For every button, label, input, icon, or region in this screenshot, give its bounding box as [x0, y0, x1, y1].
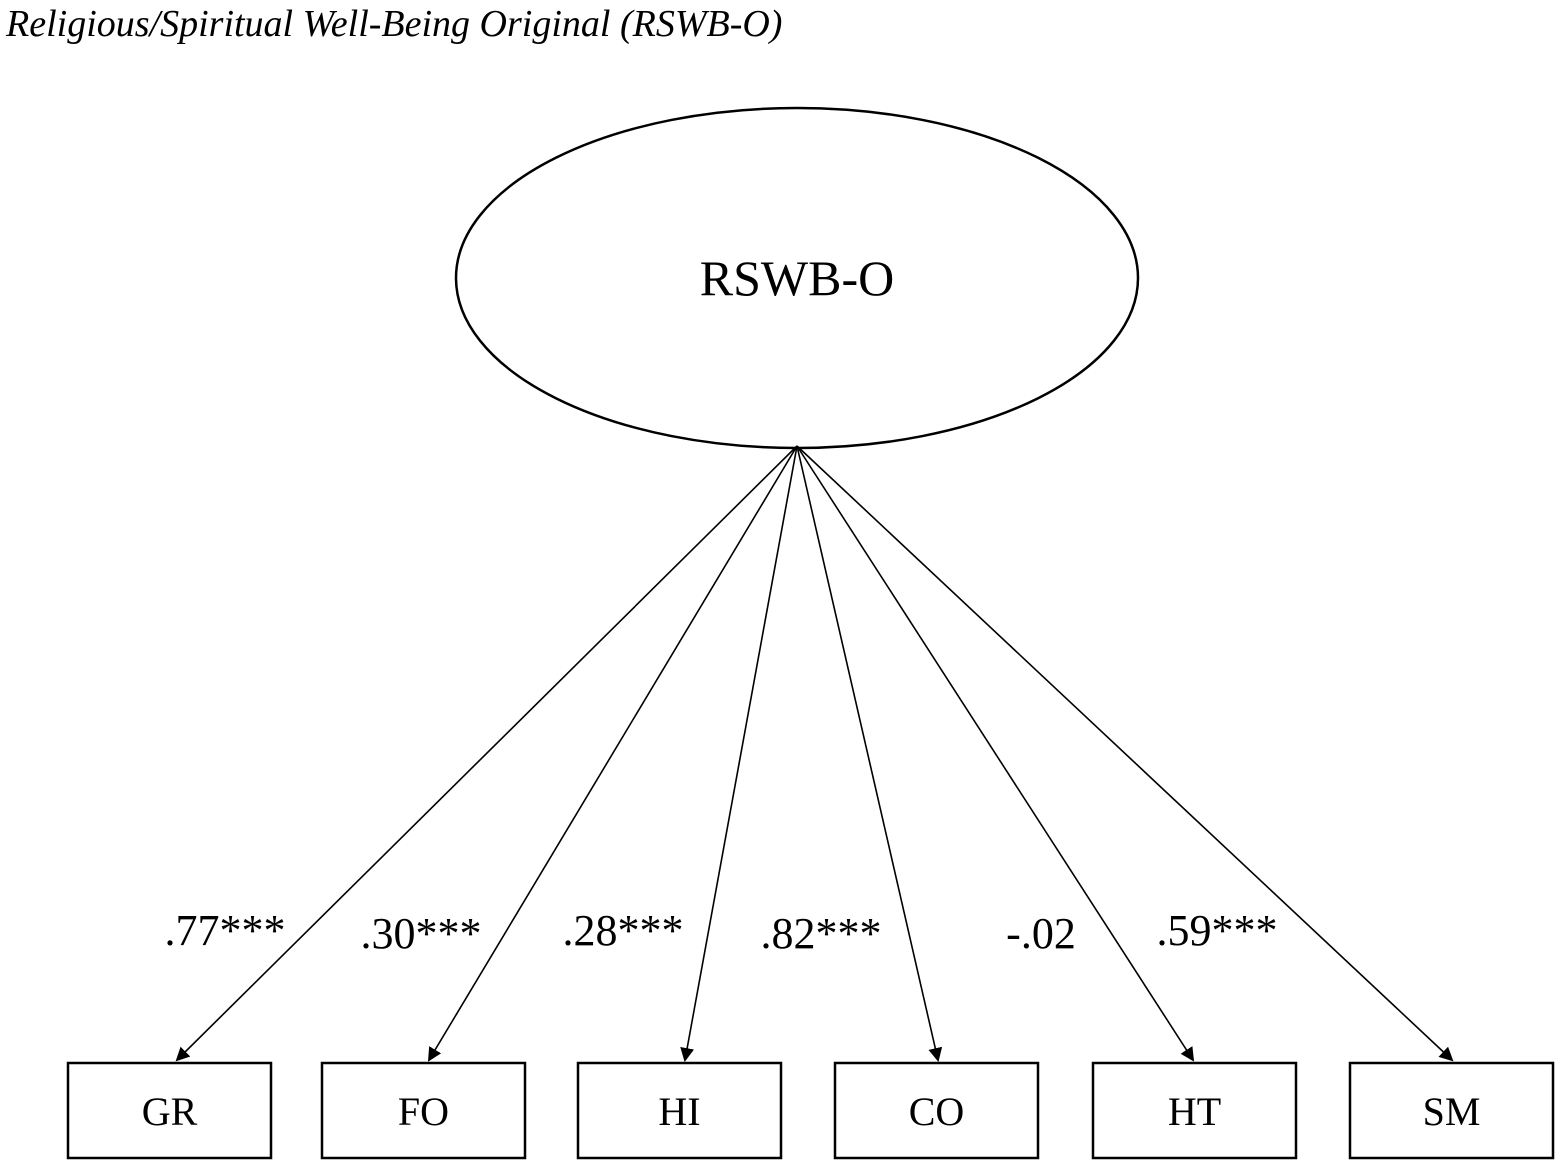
path-arrow-ht: [796, 445, 1195, 1062]
loading-label-hi: .28***: [563, 906, 684, 955]
loading-label-ht: -.02: [1006, 909, 1076, 958]
indicator-label-co: CO: [909, 1089, 965, 1134]
indicator-box-sm: [1348, 1061, 1555, 1160]
indicator-label-ht: HT: [1168, 1089, 1221, 1134]
path-arrow-co: [796, 445, 943, 1062]
indicator-box-ht: [1091, 1061, 1298, 1160]
indicator-label-gr: GR: [142, 1089, 198, 1134]
indicator-boxes: GR FO HI CO HT SM: [66, 1061, 1555, 1160]
path-arrow-fo: [427, 445, 798, 1062]
loading-label-fo: .30***: [361, 909, 482, 958]
loading-label-co: .82***: [761, 909, 882, 958]
loading-labels: .77*** .30*** .28*** .82*** -.02 .59***: [165, 906, 1278, 958]
latent-label: RSWB-O: [700, 250, 894, 306]
indicator-box-fo: [320, 1061, 527, 1160]
loading-label-gr: .77***: [165, 906, 286, 955]
path-arrow-sm: [796, 445, 1454, 1062]
indicator-label-fo: FO: [398, 1089, 449, 1134]
diagram-title: Religious/Spiritual Well-Being Original …: [6, 3, 783, 45]
loading-paths: [175, 445, 1454, 1062]
path-arrow-hi: [680, 445, 798, 1062]
loading-label-sm: .59***: [1157, 906, 1278, 955]
indicator-box-co: [833, 1061, 1040, 1160]
indicator-box-hi: [576, 1061, 783, 1160]
indicator-label-sm: SM: [1423, 1089, 1481, 1134]
path-arrow-gr: [175, 445, 798, 1062]
indicator-label-hi: HI: [658, 1089, 700, 1134]
indicator-box-gr: [66, 1061, 273, 1160]
